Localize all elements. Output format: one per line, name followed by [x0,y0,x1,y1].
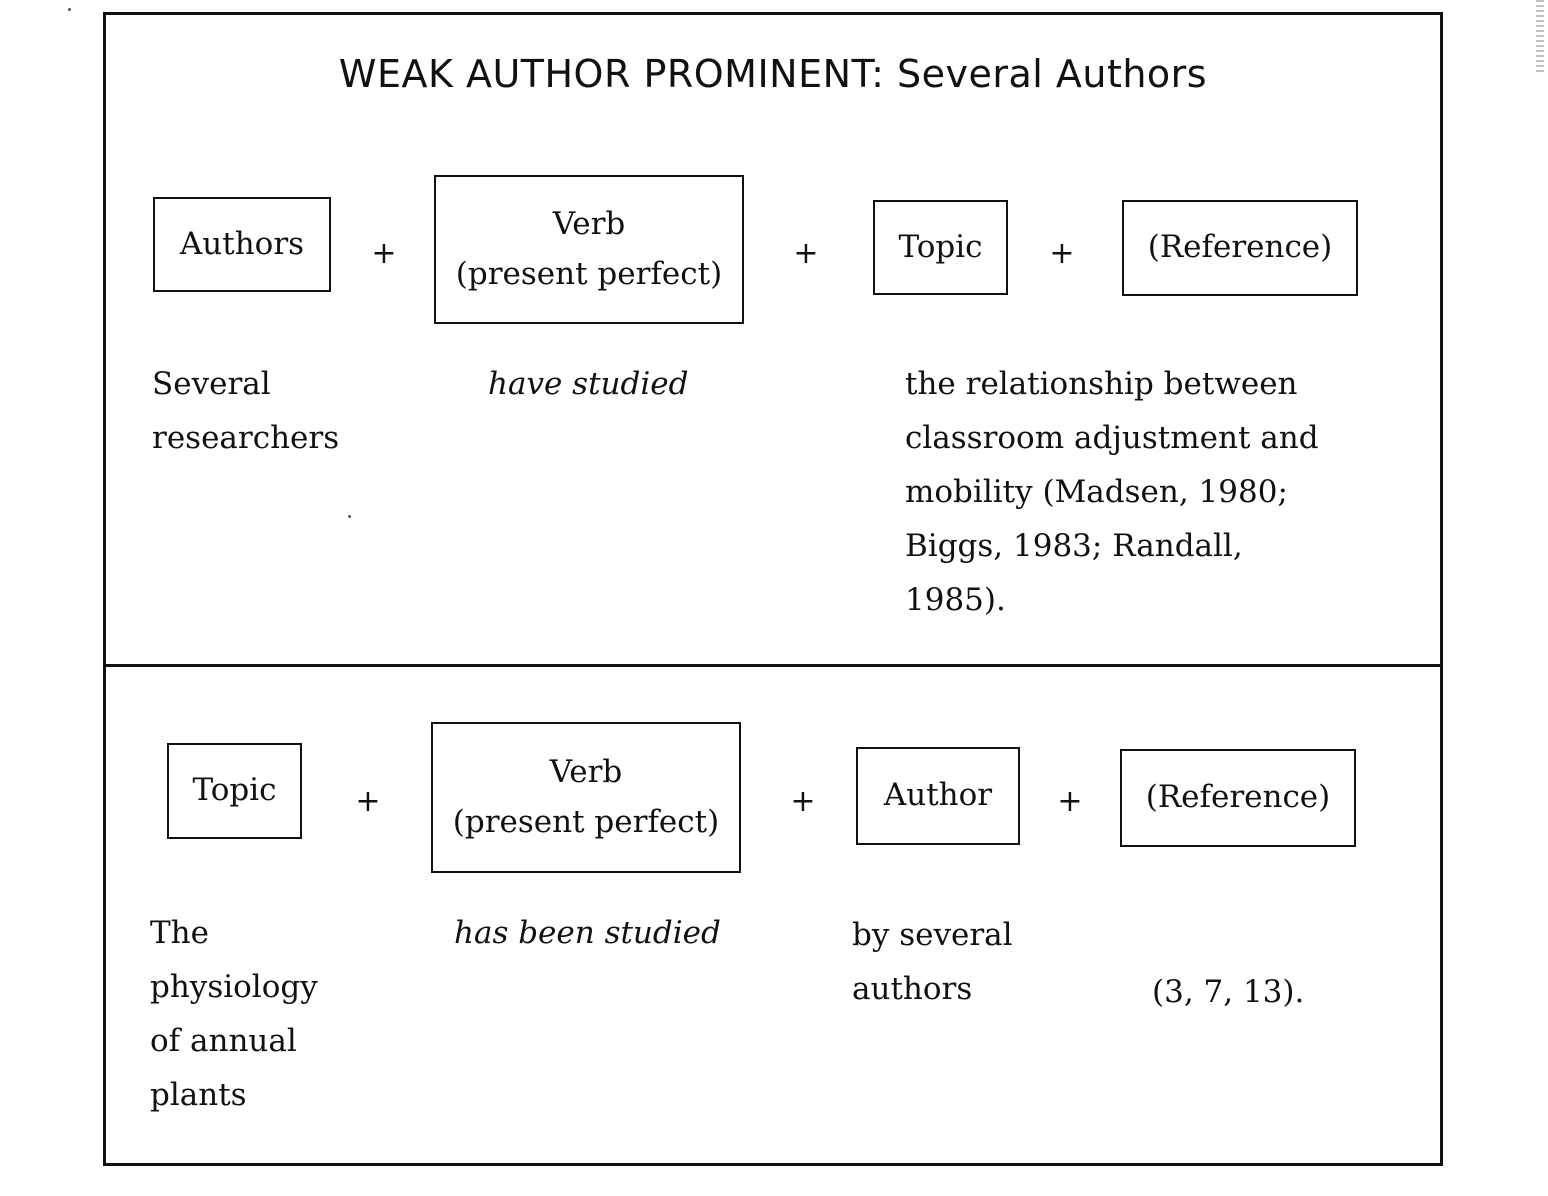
diagram-title: WEAK AUTHOR PROMINENT: Several Authors [338,52,1208,96]
example-topic-line: of annual [150,1023,297,1059]
outer-frame [103,12,1443,1166]
box-topic: Topic [873,200,1008,295]
example-reference: (3, 7, 13). [1152,974,1305,1010]
box-verb: Verb (present perfect) [431,722,741,873]
box-authors: Authors [153,197,331,292]
example-authors: Several researchers [152,357,339,465]
box-verb-label: Verb [552,205,626,242]
example-topic-line: 1985). [905,582,1006,618]
scan-edge-artifact [1536,0,1544,72]
box-verb-sublabel: (present perfect) [455,255,723,292]
box-reference: (Reference) [1120,749,1356,847]
example-authors-line: Several [152,366,271,402]
example-topic-line: the relationship between [905,366,1298,402]
box-reference-label: (Reference) [1145,779,1331,816]
scan-speck [348,515,351,518]
example-topic-line: Biggs, 1983; Randall, [905,528,1243,564]
example-topic: the relationship between classroom adjus… [905,357,1319,627]
plus-sign: + [1057,784,1083,819]
box-verb-label: Verb [549,753,623,790]
example-topic-line: physiology [150,969,318,1005]
plus-sign: + [1049,236,1075,271]
example-author-line: by several [852,917,1013,953]
box-topic: Topic [167,743,302,839]
example-verb: have studied [488,366,689,402]
plus-sign: + [371,236,397,271]
example-author-line: authors [852,971,973,1007]
plus-sign: + [355,784,381,819]
example-topic-line: classroom adjustment and [905,420,1319,456]
box-author-label: Author [883,777,993,814]
box-reference: (Reference) [1122,200,1358,296]
box-verb: Verb (present perfect) [434,175,744,324]
example-topic-line: The [150,915,209,951]
example-topic-line: plants [150,1077,247,1113]
example-authors-line: researchers [152,420,340,456]
panel-divider [103,664,1440,667]
box-topic-label: Topic [192,772,277,809]
plus-sign: + [793,236,819,271]
box-reference-label: (Reference) [1147,229,1333,266]
scan-speck [68,8,71,11]
example-topic: The physiology of annual plants [150,906,318,1122]
example-author: by several authors [852,908,1013,1016]
box-authors-label: Authors [179,225,305,262]
example-verb: has been studied [454,915,721,951]
example-topic-line: mobility (Madsen, 1980; [905,474,1288,510]
box-verb-sublabel: (present perfect) [452,803,720,840]
box-topic-label: Topic [898,228,983,265]
box-author: Author [856,747,1020,845]
plus-sign: + [790,784,816,819]
